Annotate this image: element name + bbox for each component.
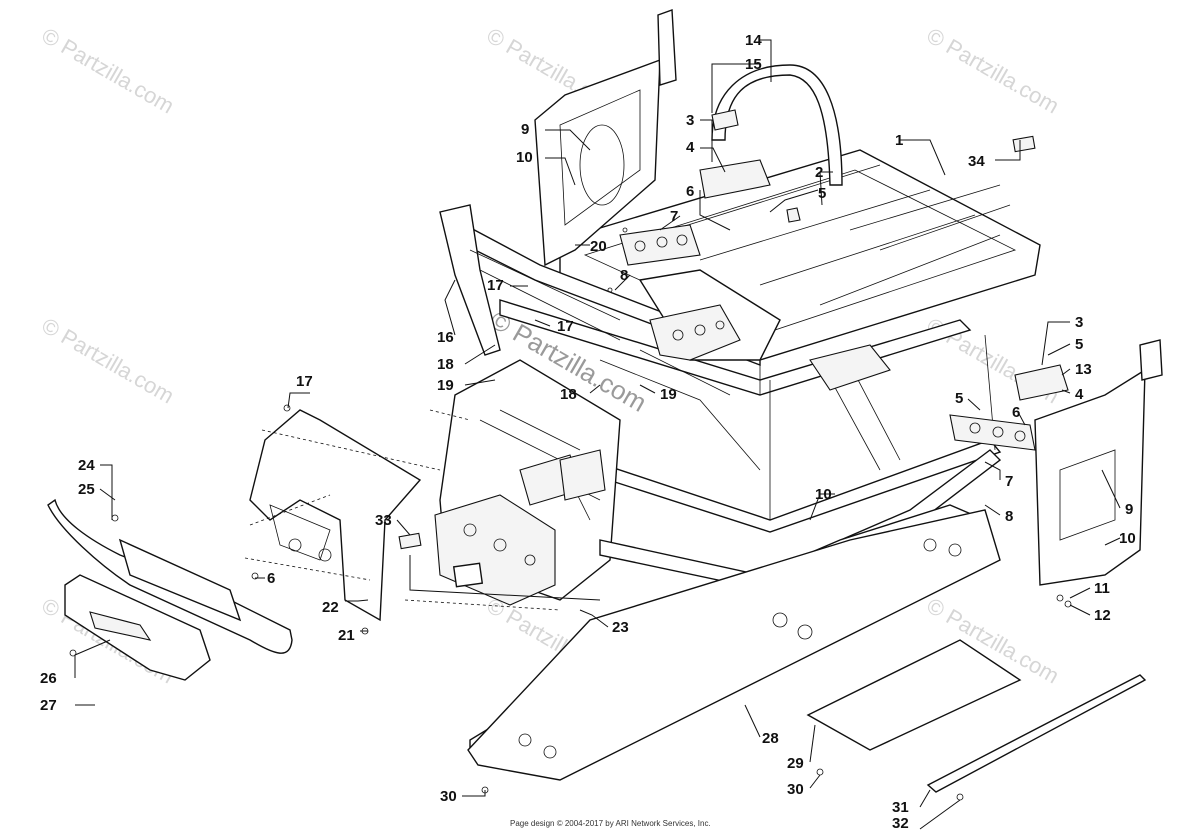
front-upper-bracket-left — [439, 204, 501, 356]
callout-31[interactable]: 31 — [892, 799, 909, 816]
callout-27[interactable]: 27 — [40, 697, 57, 714]
callout-13[interactable]: 13 — [1075, 361, 1092, 378]
callout-32[interactable]: 32 — [892, 815, 909, 830]
callout-15[interactable]: 15 — [745, 56, 762, 73]
callout-30-right[interactable]: 30 — [787, 781, 804, 798]
callout-6-right[interactable]: 6 — [1012, 404, 1020, 421]
callout-18a[interactable]: 18 — [437, 356, 454, 373]
callout-2[interactable]: 2 — [815, 164, 823, 181]
callout-7-right[interactable]: 7 — [1005, 473, 1013, 490]
bracket-6-7-right — [949, 414, 1036, 451]
callout-26[interactable]: 26 — [40, 670, 57, 687]
callout-4-right[interactable]: 4 — [1075, 386, 1084, 403]
grab-bar — [711, 64, 843, 186]
callout-25[interactable]: 25 — [78, 481, 95, 498]
callouts: 14 15 1 34 2 3 4 5 6 7 8 9 10 20 17 17 1… — [40, 32, 1136, 830]
callout-30-left[interactable]: 30 — [440, 788, 457, 805]
callout-5[interactable]: 5 — [818, 185, 826, 202]
callout-4[interactable]: 4 — [686, 139, 695, 156]
callout-14[interactable]: 14 — [745, 32, 762, 49]
callout-10[interactable]: 10 — [516, 149, 533, 166]
floor-pan-long — [467, 509, 1001, 781]
callout-18b[interactable]: 18 — [560, 386, 577, 403]
callout-10-right[interactable]: 10 — [1119, 530, 1136, 547]
callout-3[interactable]: 3 — [686, 112, 694, 129]
callout-22[interactable]: 22 — [322, 599, 339, 616]
callout-21[interactable]: 21 — [338, 627, 355, 644]
callout-5-right[interactable]: 5 — [1075, 336, 1083, 353]
callout-6[interactable]: 6 — [686, 183, 694, 200]
floor-panel-right — [806, 639, 1022, 751]
front-bumper-mount — [249, 409, 422, 622]
callout-9-right[interactable]: 9 — [1125, 501, 1133, 518]
bracket-3-4-right — [1014, 364, 1069, 401]
watermark-4: © Partzilla.com — [38, 313, 179, 409]
callout-29[interactable]: 29 — [787, 755, 804, 772]
watermark-3: © Partzilla.com — [923, 23, 1064, 119]
rocker-strip — [926, 674, 1147, 793]
callout-11[interactable]: 11 — [1094, 580, 1110, 597]
callout-17b[interactable]: 17 — [557, 318, 574, 335]
callout-20[interactable]: 20 — [590, 238, 607, 255]
bracket-3-4-top — [699, 159, 771, 199]
callout-8-right[interactable]: 8 — [1005, 508, 1013, 525]
decal-33 — [398, 532, 422, 550]
callout-19b[interactable]: 19 — [660, 386, 677, 403]
callout-8[interactable]: 8 — [620, 267, 628, 284]
callout-19a[interactable]: 19 — [437, 377, 454, 394]
callout-10-mid[interactable]: 10 — [815, 486, 832, 503]
seat-back-panel-left — [534, 58, 661, 267]
callout-34[interactable]: 34 — [968, 153, 985, 170]
decal-34 — [1012, 135, 1036, 153]
leader-lines — [74, 39, 1121, 830]
callout-6-left[interactable]: 6 — [267, 570, 275, 587]
callout-23[interactable]: 23 — [612, 619, 629, 636]
callout-7[interactable]: 7 — [670, 208, 678, 225]
callout-28[interactable]: 28 — [762, 730, 779, 747]
watermark-1: © Partzilla.com — [38, 23, 179, 119]
seat-bracket-center — [649, 304, 741, 361]
callout-24[interactable]: 24 — [78, 457, 95, 474]
callout-5-right-b[interactable]: 5 — [955, 390, 963, 407]
page-footer: Page design © 2004-2017 by ARI Network S… — [510, 819, 711, 828]
callout-3-right[interactable]: 3 — [1075, 314, 1083, 331]
callout-33[interactable]: 33 — [375, 512, 392, 529]
frame-drawing — [47, 9, 1163, 801]
callout-17c[interactable]: 17 — [296, 373, 313, 390]
callout-1[interactable]: 1 — [895, 132, 903, 149]
callout-16[interactable]: 16 — [437, 329, 454, 346]
seat-back-panel-right — [1034, 368, 1146, 586]
callout-12[interactable]: 12 — [1094, 607, 1111, 624]
callout-9[interactable]: 9 — [521, 121, 529, 138]
callout-17a[interactable]: 17 — [487, 277, 504, 294]
